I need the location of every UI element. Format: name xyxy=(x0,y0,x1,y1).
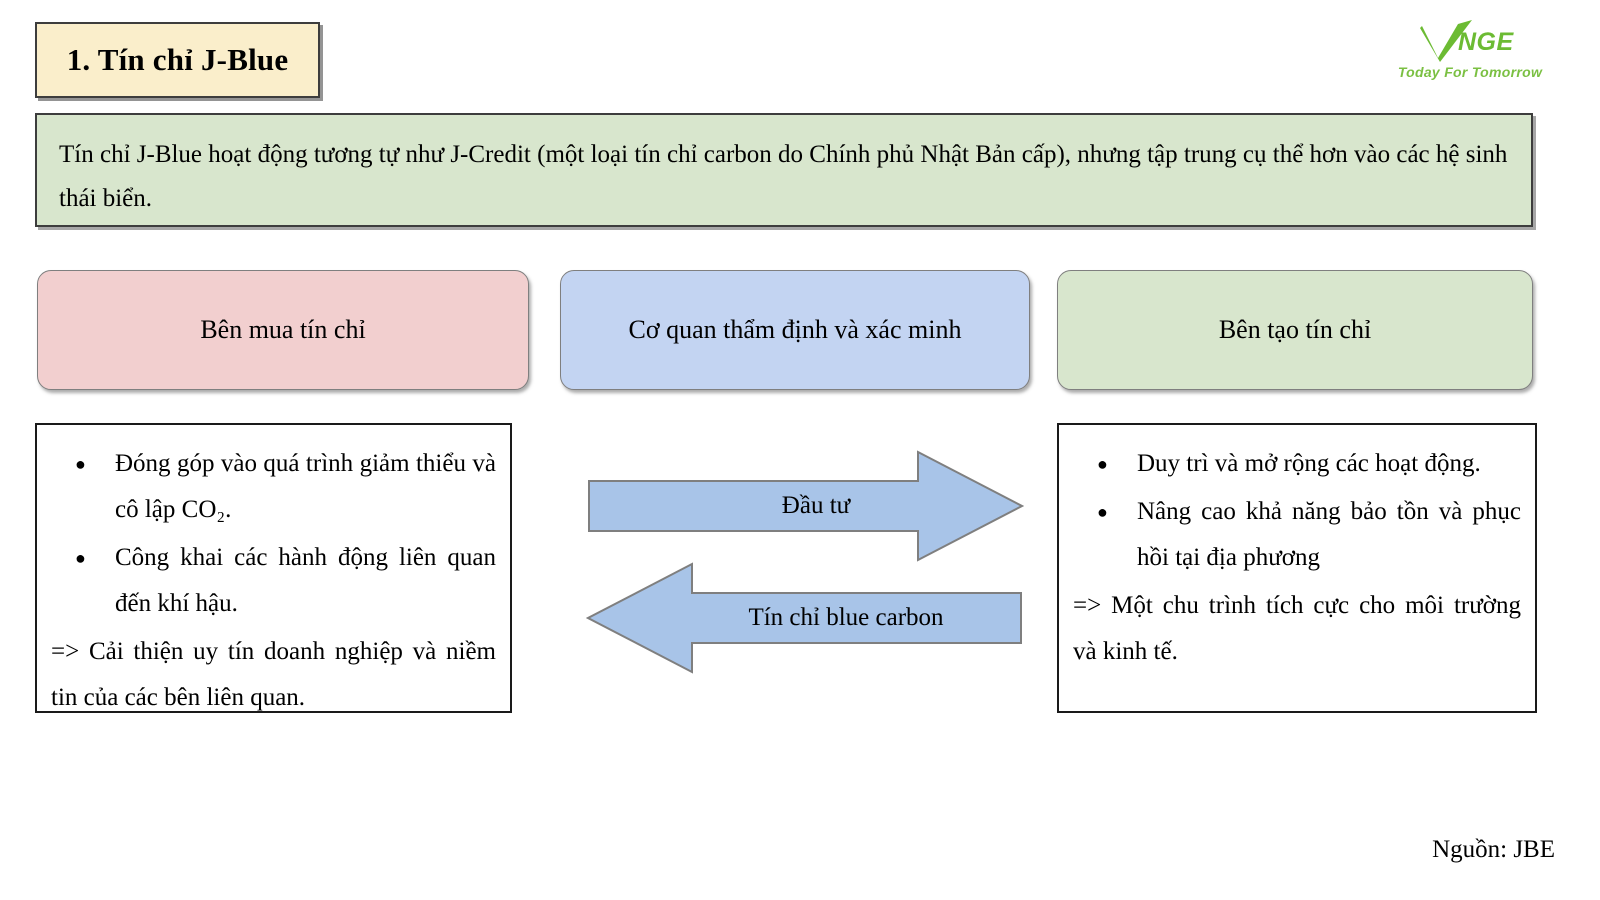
creator-conclusion: => Một chu trình tích cực cho môi trường… xyxy=(1073,592,1521,665)
arrow-right-icon xyxy=(588,450,1025,562)
role-box-verifier: Cơ quan thẩm định và xác minh xyxy=(560,270,1030,390)
list-item: Đóng góp vào quá trình giảm thiểu và cô … xyxy=(51,441,496,533)
logo-wordmark: NGE xyxy=(1458,28,1514,56)
arrow-left-icon xyxy=(585,562,1022,674)
creator-detail-box: Duy trì và mở rộng các hoạt động. Nâng c… xyxy=(1057,423,1537,713)
creator-bullet-list: Duy trì và mở rộng các hoạt động. Nâng c… xyxy=(1073,441,1521,581)
source-note: Nguồn: JBE xyxy=(1432,836,1555,863)
role-box-buyer: Bên mua tín chỉ xyxy=(37,270,529,390)
investment-arrow: Đầu tư xyxy=(588,450,1025,562)
logo-tagline: Today For Tomorrow xyxy=(1397,64,1543,80)
role-label-verifier: Cơ quan thẩm định và xác minh xyxy=(628,315,962,344)
list-item: Công khai các hành động liên quan đến kh… xyxy=(51,535,496,627)
role-label-buyer: Bên mua tín chỉ xyxy=(200,315,366,344)
buyer-bullet-list: Đóng góp vào quá trình giảm thiểu và cô … xyxy=(51,441,496,627)
role-label-creator: Bên tạo tín chỉ xyxy=(1218,315,1372,344)
vnge-logo: NGE Today For Tomorrow xyxy=(1380,20,1560,90)
checkmark-v-icon: NGE xyxy=(1380,20,1560,62)
buyer-conclusion: => Cải thiện uy tín doanh nghiệp và niềm… xyxy=(51,638,496,711)
list-item: Duy trì và mở rộng các hoạt động. xyxy=(1073,441,1521,487)
page-title: 1. Tín chỉ J-Blue xyxy=(66,42,289,77)
buyer-detail-box: Đóng góp vào quá trình giảm thiểu và cô … xyxy=(35,423,512,713)
intro-banner: Tín chỉ J-Blue hoạt động tương tự như J-… xyxy=(35,113,1533,227)
slide-title-box: 1. Tín chỉ J-Blue xyxy=(35,22,320,98)
blue-carbon-arrow: Tín chỉ blue carbon xyxy=(585,562,1022,674)
list-item: Nâng cao khả năng bảo tồn và phục hồi tạ… xyxy=(1073,489,1521,581)
intro-text: Tín chỉ J-Blue hoạt động tương tự như J-… xyxy=(59,141,1508,212)
role-box-creator: Bên tạo tín chỉ xyxy=(1057,270,1533,390)
